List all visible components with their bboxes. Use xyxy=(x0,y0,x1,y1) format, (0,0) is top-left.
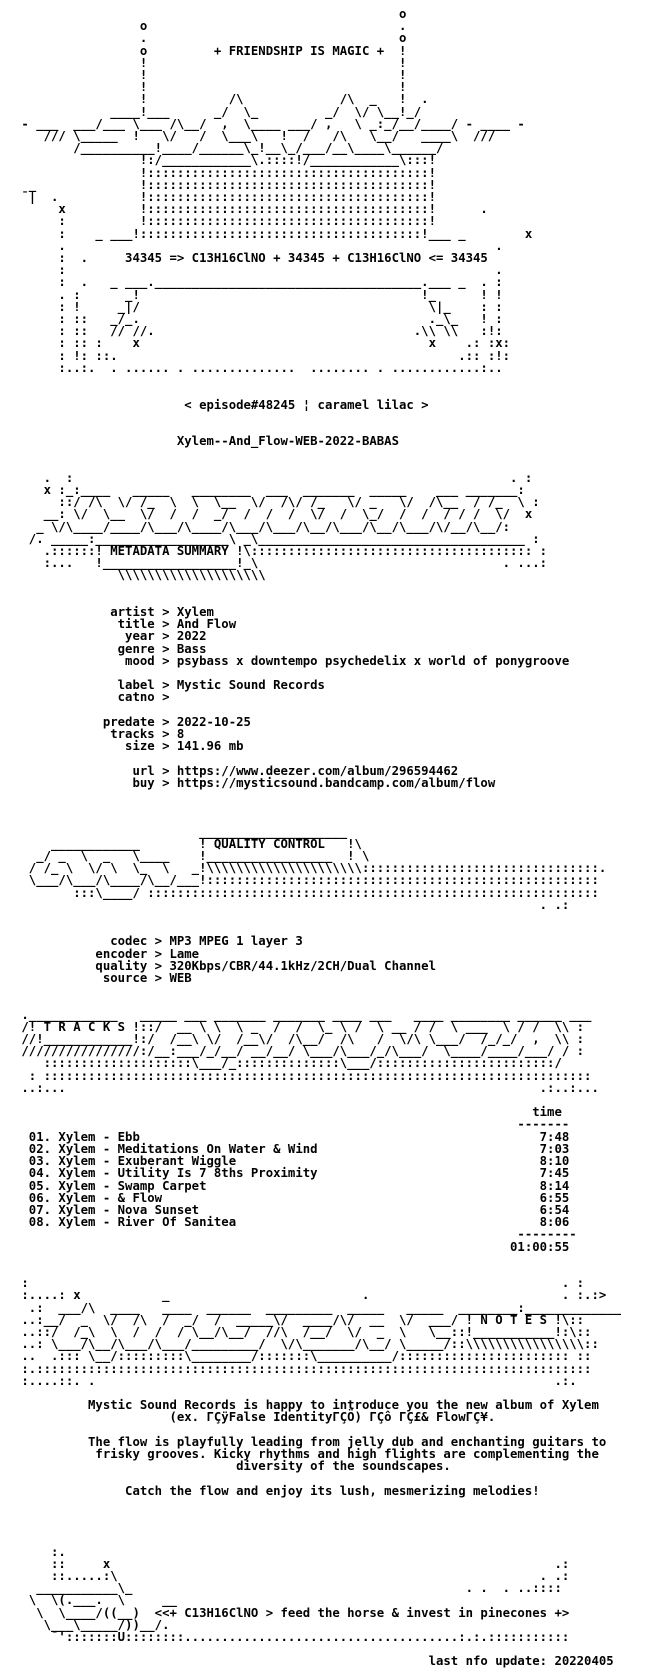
nfo-document: o o . . o o + FRIENDSHIP IS MAGIC + ! ! xyxy=(21,7,622,1669)
